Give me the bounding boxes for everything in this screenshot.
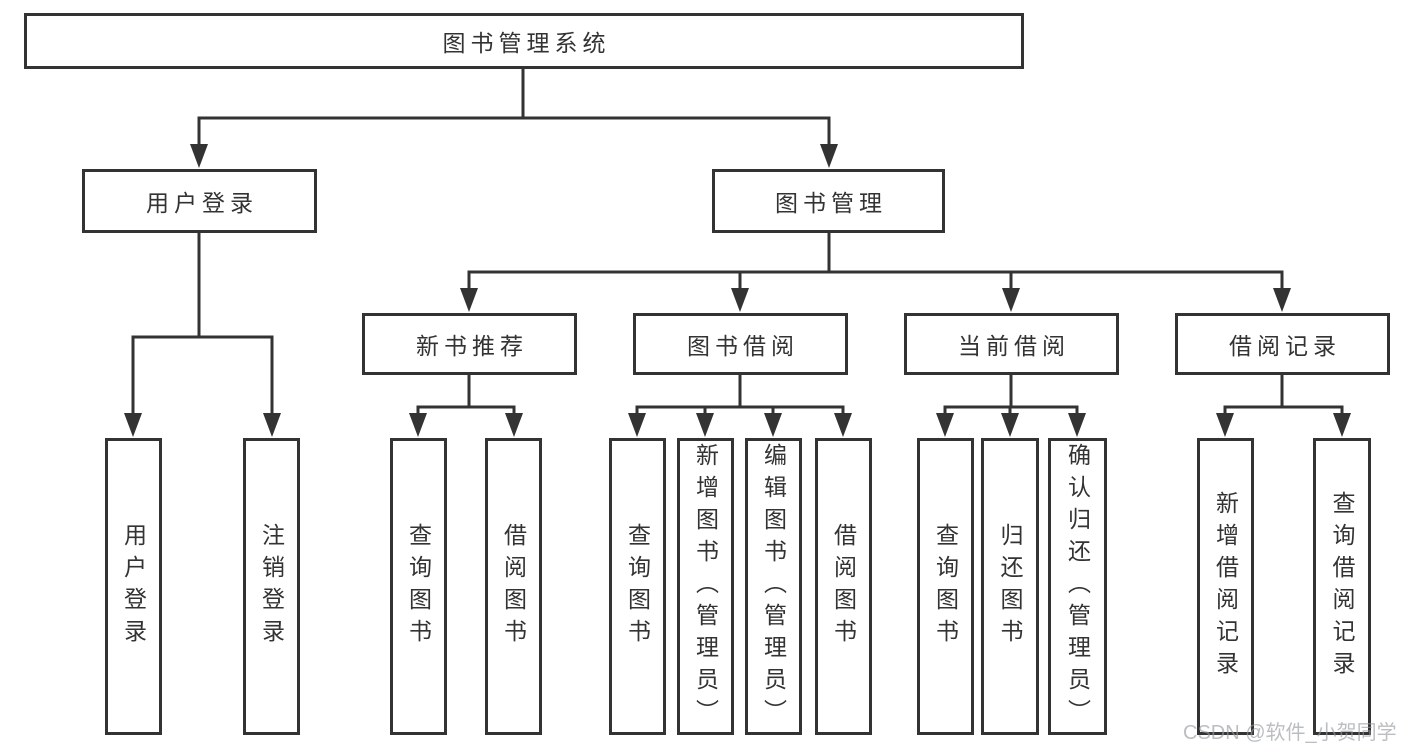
leaf-query-books-2-label: 查询图书 <box>624 522 651 651</box>
leaf-query-books-2: 查询图书 <box>609 438 666 735</box>
node-book-borrow-label: 图书借阅 <box>687 333 799 359</box>
leaf-edit-book-admin: 编辑图书（管理员） <box>745 438 802 735</box>
node-current-borrow: 当前借阅 <box>904 313 1119 375</box>
node-borrow-records: 借阅记录 <box>1175 313 1390 375</box>
leaf-borrow-books-2-label: 借阅图书 <box>830 522 857 651</box>
connector-group4-elbow <box>943 405 1079 415</box>
connector-group5-elbow <box>1223 405 1344 415</box>
leaf-user-login: 用户登录 <box>105 438 162 735</box>
node-book-management: 图书管理 <box>712 169 945 233</box>
connector-level2-elbow <box>467 270 1284 290</box>
leaf-confirm-return-admin: 确认归还（管理员） <box>1048 438 1107 735</box>
node-root-label: 图书管理系统 <box>442 30 611 56</box>
leaf-borrow-books-2: 借阅图书 <box>815 438 872 735</box>
leaf-borrow-books-1: 借阅图书 <box>485 438 542 735</box>
node-book-borrow: 图书借阅 <box>633 313 848 375</box>
node-user-login: 用户登录 <box>82 169 317 233</box>
leaf-add-borrow-record: 新增借阅记录 <box>1197 438 1254 735</box>
leaf-add-book-admin: 新增图书（管理员） <box>677 438 734 735</box>
leaf-query-books-3: 查询图书 <box>917 438 974 735</box>
node-new-book-recommend-label: 新书推荐 <box>416 333 528 359</box>
leaf-logout: 注销登录 <box>243 438 300 735</box>
leaf-add-book-admin-label: 新增图书（管理员） <box>692 442 719 731</box>
node-user-login-label: 用户登录 <box>146 190 258 216</box>
leaf-logout-label: 注销登录 <box>258 522 285 651</box>
leaf-edit-book-admin-label: 编辑图书（管理员） <box>760 442 787 731</box>
leaf-query-books-3-label: 查询图书 <box>932 522 959 651</box>
connector-group1-elbow <box>131 335 274 414</box>
leaf-query-books-1: 查询图书 <box>390 438 447 735</box>
leaf-query-books-1-label: 查询图书 <box>405 522 432 651</box>
leaf-confirm-return-admin-label: 确认归还（管理员） <box>1064 442 1091 731</box>
leaf-borrow-books-1-label: 借阅图书 <box>500 522 527 651</box>
connector-group3-elbow <box>635 405 845 415</box>
leaf-return-books-label: 归还图书 <box>997 522 1023 651</box>
leaf-add-borrow-record-label: 新增借阅记录 <box>1212 490 1239 683</box>
connector-level1-elbow <box>197 116 831 146</box>
node-borrow-records-label: 借阅记录 <box>1229 333 1341 359</box>
leaf-query-borrow-record-label: 查询借阅记录 <box>1329 490 1355 683</box>
node-book-management-label: 图书管理 <box>775 190 887 216</box>
node-new-book-recommend: 新书推荐 <box>362 313 577 375</box>
leaf-return-books: 归还图书 <box>981 438 1039 735</box>
connector-group2-elbow <box>416 405 516 415</box>
leaf-query-borrow-record: 查询借阅记录 <box>1313 438 1371 735</box>
leaf-user-login-label: 用户登录 <box>120 522 147 651</box>
node-root: 图书管理系统 <box>24 13 1024 69</box>
node-current-borrow-label: 当前借阅 <box>958 333 1070 359</box>
